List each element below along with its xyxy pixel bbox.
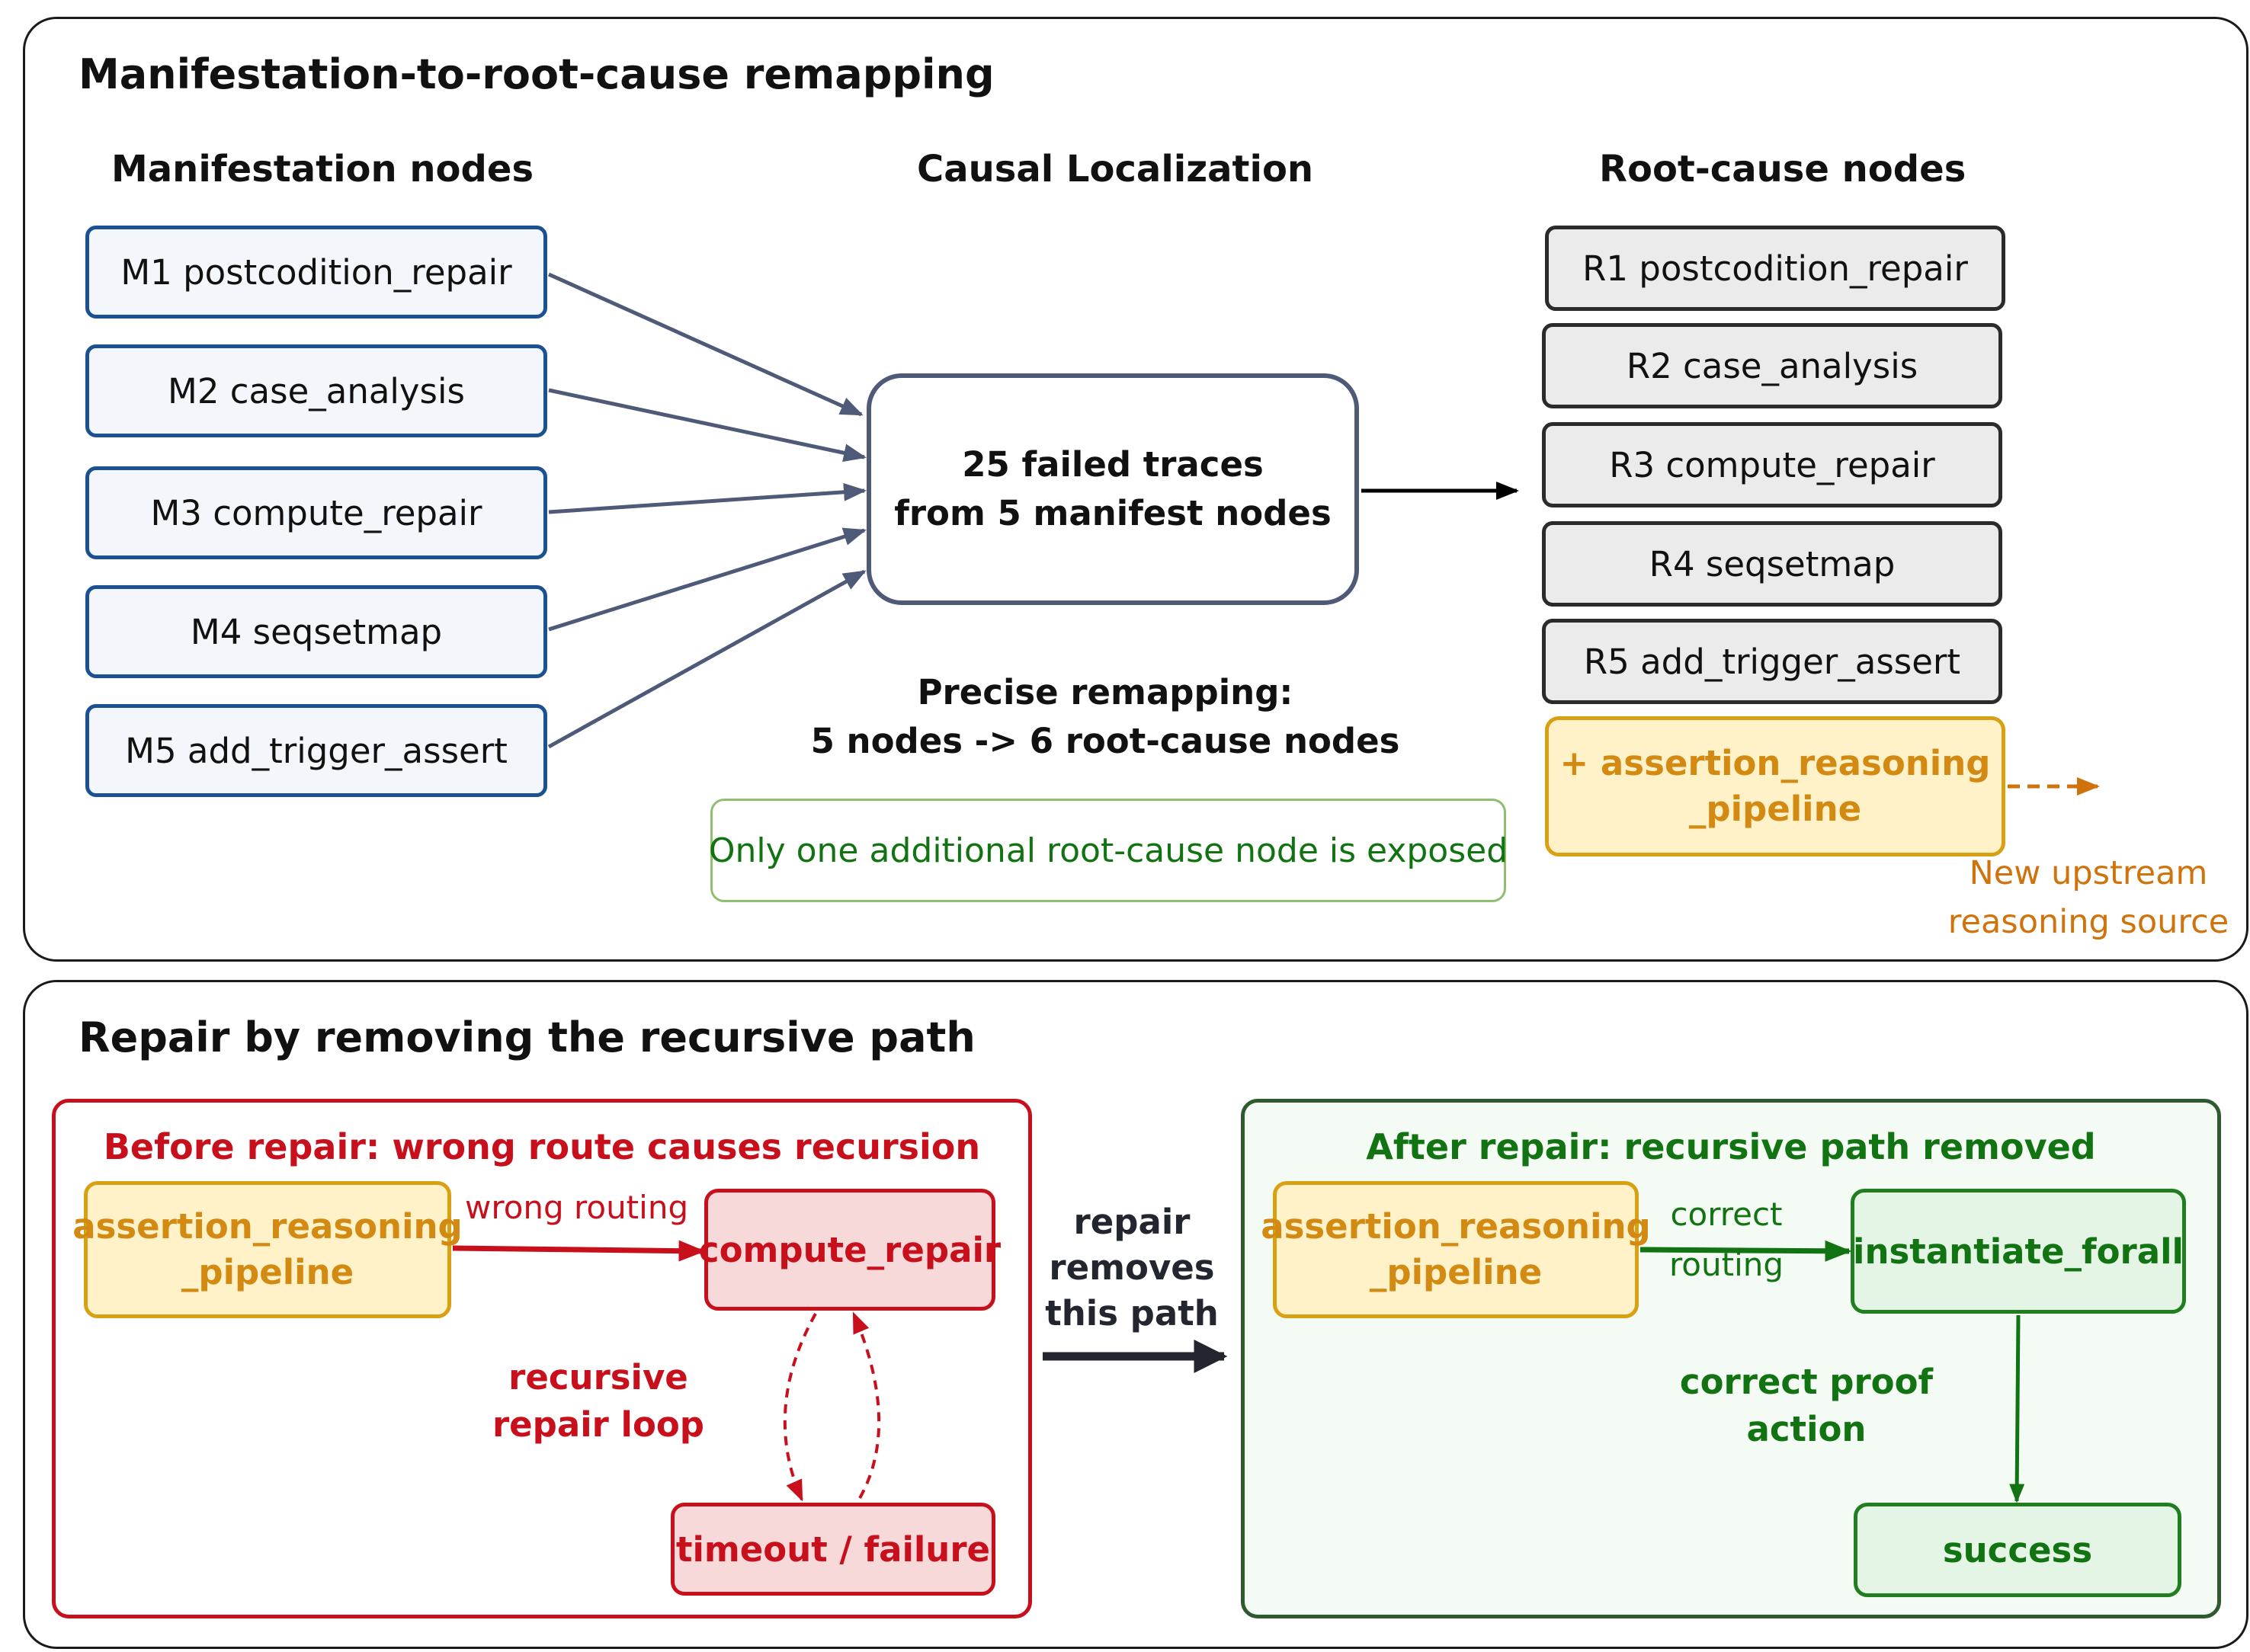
new-root-node-assertion-reasoning[interactable]: + assertion_reasoning _pipeline — [1545, 716, 2005, 856]
edge-m2-to-center — [548, 388, 867, 463]
edge-recursive-up — [852, 1311, 881, 1499]
manifest-node-m1[interactable]: M1 postcodition_repair — [85, 226, 547, 319]
manifest-nodes-header: Manifestation nodes — [111, 148, 534, 190]
edge-recursive-down — [783, 1313, 817, 1502]
correct-proof-action-label: correct proof action — [1679, 1362, 1934, 1449]
wrong-routing-label: wrong routing — [465, 1189, 689, 1226]
edge-wrong-routing — [452, 1240, 706, 1262]
top-panel-title: Manifestation-to-root-cause remapping — [79, 50, 995, 98]
edge-m4-to-center — [548, 527, 867, 632]
after-assertion-reasoning-node[interactable]: assertion_reasoning _pipeline — [1261, 1181, 1651, 1318]
manifest-node-m4[interactable]: M4 seqsetmap — [85, 585, 547, 678]
edge-to-success — [2009, 1314, 2025, 1503]
timeout-failure-node[interactable]: timeout / failure — [671, 1503, 995, 1596]
bottom-panel-title: Repair by removing the recursive path — [79, 1013, 976, 1061]
success-node[interactable]: success — [1854, 1503, 2181, 1597]
manifest-node-m3[interactable]: M3 compute_repair — [85, 466, 547, 559]
new-upstream-source-label: New upstream reasoning source — [1947, 854, 2229, 941]
root-node-r4[interactable]: R4 seqsetmap — [1542, 521, 2002, 607]
after-repair-title: After repair: recursive path removed — [1366, 1126, 2096, 1167]
root-node-r5[interactable]: R5 add_trigger_assert — [1542, 619, 2002, 704]
manifest-node-m5[interactable]: M5 add_trigger_assert — [85, 704, 547, 797]
root-node-r1[interactable]: R1 postcodition_repair — [1545, 226, 2005, 311]
instantiate-forall-node[interactable]: instantiate_forall — [1851, 1189, 2186, 1314]
root-cause-nodes-header: Root-cause nodes — [1599, 148, 1966, 190]
root-node-r2[interactable]: R2 case_analysis — [1542, 323, 2002, 408]
causal-localization-header: Causal Localization — [917, 148, 1314, 190]
additional-node-note-text: Only one additional root-cause node is e… — [708, 831, 1508, 870]
before-assertion-reasoning-node[interactable]: assertion_reasoning _pipeline — [72, 1181, 463, 1318]
edge-m5-to-center — [547, 569, 867, 749]
additional-node-note: Only one additional root-cause node is e… — [708, 799, 1508, 902]
manifest-node-m2[interactable]: M2 case_analysis — [85, 344, 547, 437]
edge-correct-routing — [1639, 1240, 1852, 1262]
edge-m3-to-center — [548, 482, 867, 514]
before-repair-title: Before repair: wrong route causes recurs… — [103, 1126, 981, 1167]
failed-traces-box[interactable]: 25 failed traces from 5 manifest nodes — [867, 373, 1359, 605]
edge-m1-to-center — [547, 272, 864, 417]
repair-removes-path-label: repair removes this path — [1045, 1202, 1219, 1333]
root-node-r3[interactable]: R3 compute_repair — [1542, 422, 2002, 507]
compute-repair-node[interactable]: compute_repair — [699, 1189, 1001, 1311]
precise-remapping-text: Precise remapping: 5 nodes -> 6 root-cau… — [810, 672, 1400, 761]
recursive-loop-label: recursive repair loop — [492, 1357, 705, 1445]
